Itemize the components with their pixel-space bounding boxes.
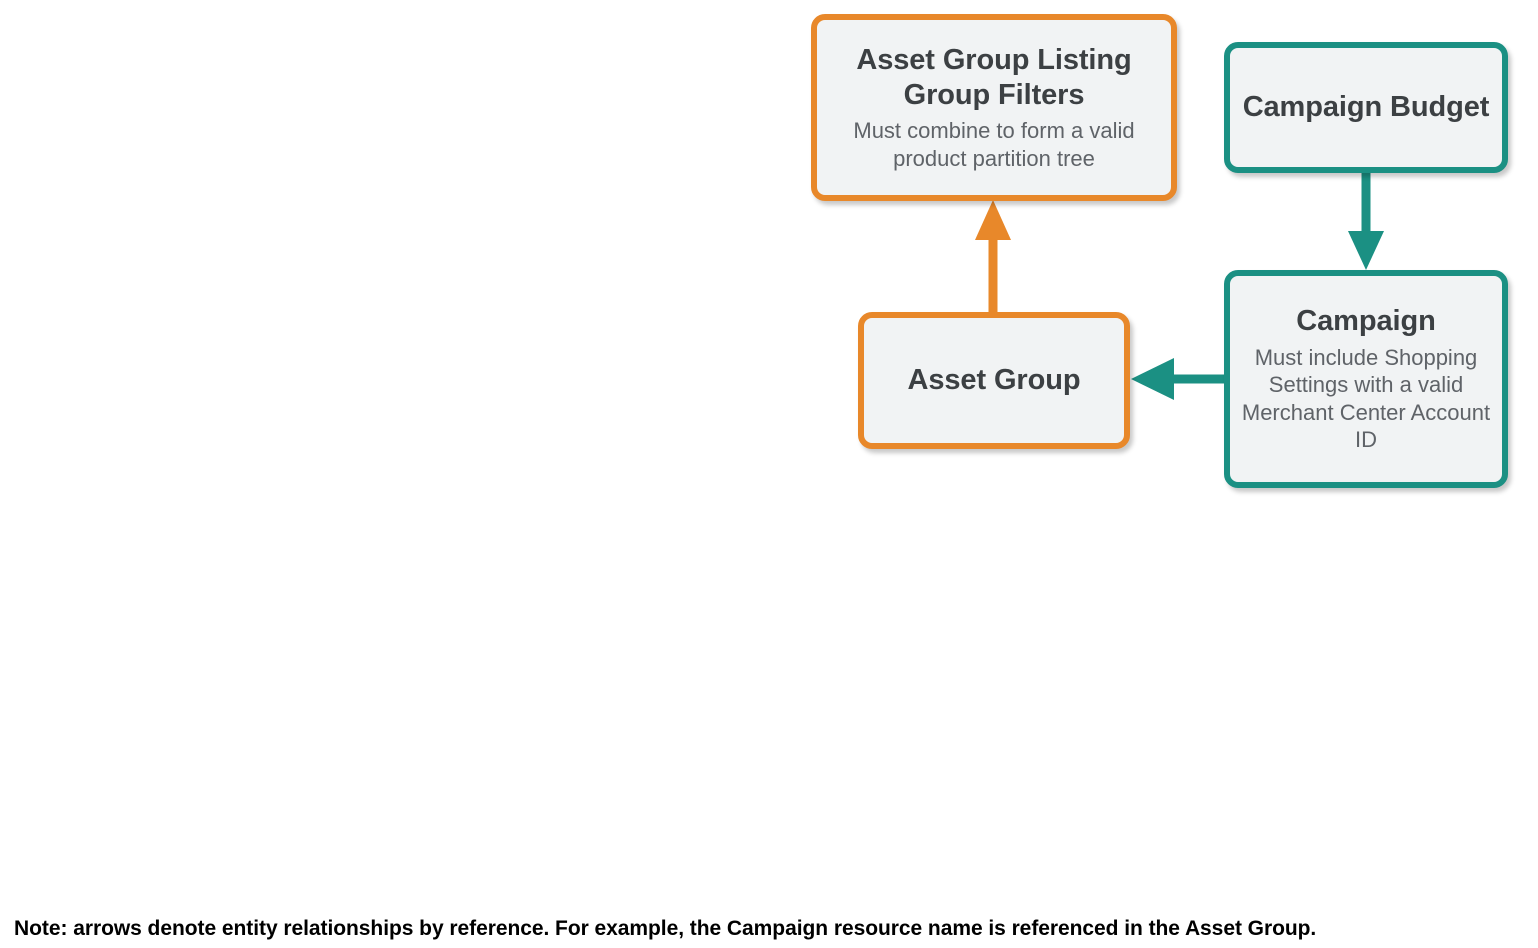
- node-campaign-budget[interactable]: Campaign Budget: [1224, 42, 1508, 173]
- node-title: Campaign Budget: [1242, 91, 1490, 124]
- node-asset-group[interactable]: Asset Group: [858, 312, 1130, 449]
- node-description: Must include Shopping Settings with a va…: [1241, 344, 1491, 453]
- diagram-footnote: Note: arrows denote entity relationships…: [14, 917, 1317, 940]
- arrow-campaign-to-asset-group: [1131, 358, 1224, 400]
- arrow-asset-group-to-listing-group-filters: [975, 200, 1011, 312]
- node-campaign[interactable]: Campaign Must include Shopping Settings …: [1224, 270, 1508, 488]
- node-title: Asset Group: [907, 364, 1081, 397]
- node-title: Asset Group Listing Group Filters: [856, 43, 1132, 111]
- arrow-campaign-budget-to-campaign: [1348, 173, 1384, 270]
- node-asset-group-listing-group-filters[interactable]: Asset Group Listing Group Filters Must c…: [811, 14, 1177, 201]
- node-title: Campaign: [1296, 305, 1436, 338]
- node-description: Must combine to form a valid product par…: [853, 118, 1135, 171]
